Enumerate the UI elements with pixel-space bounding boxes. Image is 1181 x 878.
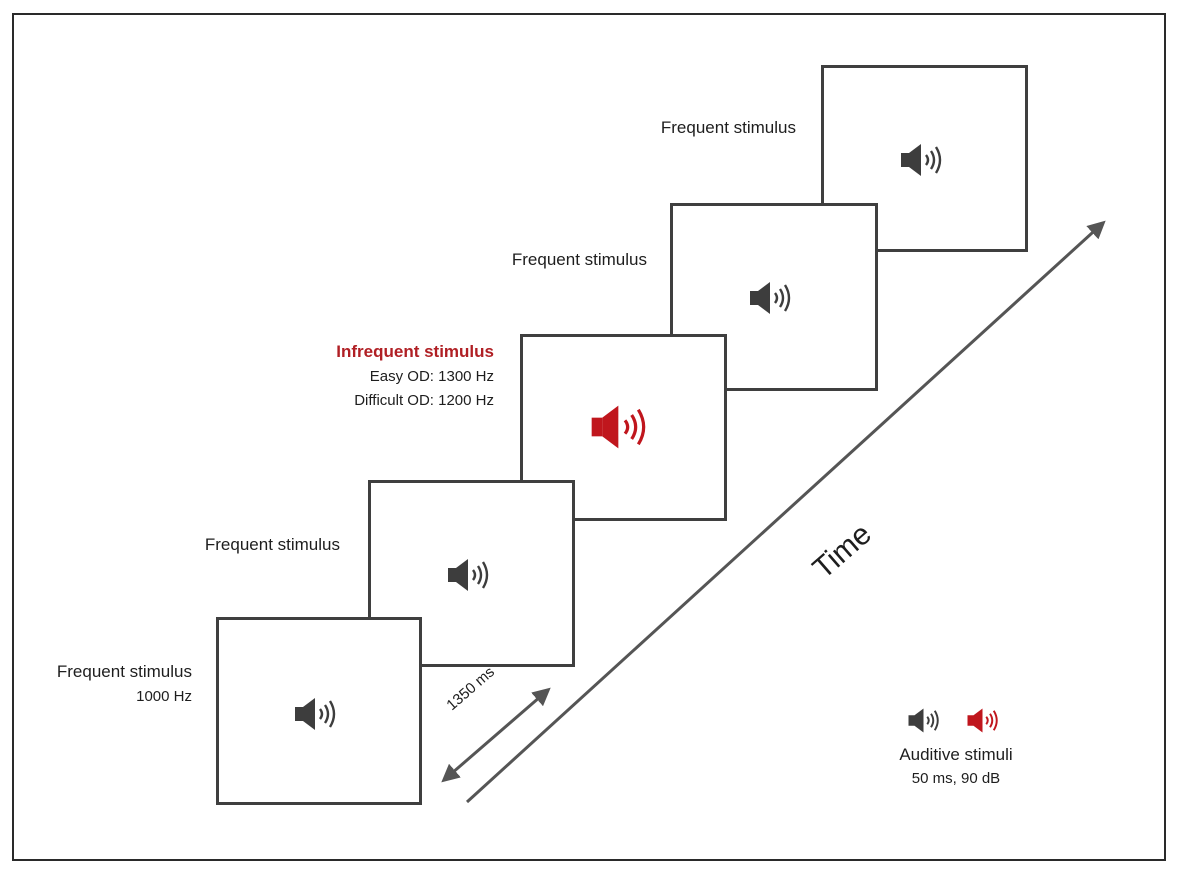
trial-3-label: Infrequent stimulus <box>336 342 494 361</box>
trial-2-label: Frequent stimulus <box>204 535 340 554</box>
trial-screen-1 <box>216 617 422 805</box>
legend-detail: 50 ms, 90 dB <box>911 770 1001 787</box>
trial-1-frequency: 1000 Hz <box>136 688 192 705</box>
trial-3-easy-frequency: Easy OD: 1300 Hz <box>369 368 494 385</box>
trial-4-label: Frequent stimulus <box>511 250 647 269</box>
figure-border <box>12 13 1166 861</box>
trial-1-label: Frequent stimulus <box>56 662 192 681</box>
trial-3-difficult-frequency: Difficult OD: 1200 Hz <box>354 392 494 409</box>
speaker-icon <box>448 559 489 591</box>
legend-title: Auditive stimuli <box>899 745 1013 764</box>
trial-5-label: Frequent stimulus <box>660 118 796 137</box>
legend-speaker-icon-frequent <box>908 708 939 733</box>
speaker-icon <box>901 144 942 176</box>
legend-speaker-icon-infrequent <box>967 708 998 733</box>
time-arrow <box>465 220 1106 804</box>
speaker-icon-infrequent <box>591 405 646 449</box>
speaker-icon <box>750 282 791 314</box>
speaker-icon <box>295 698 336 730</box>
interval-arrow <box>441 687 551 783</box>
